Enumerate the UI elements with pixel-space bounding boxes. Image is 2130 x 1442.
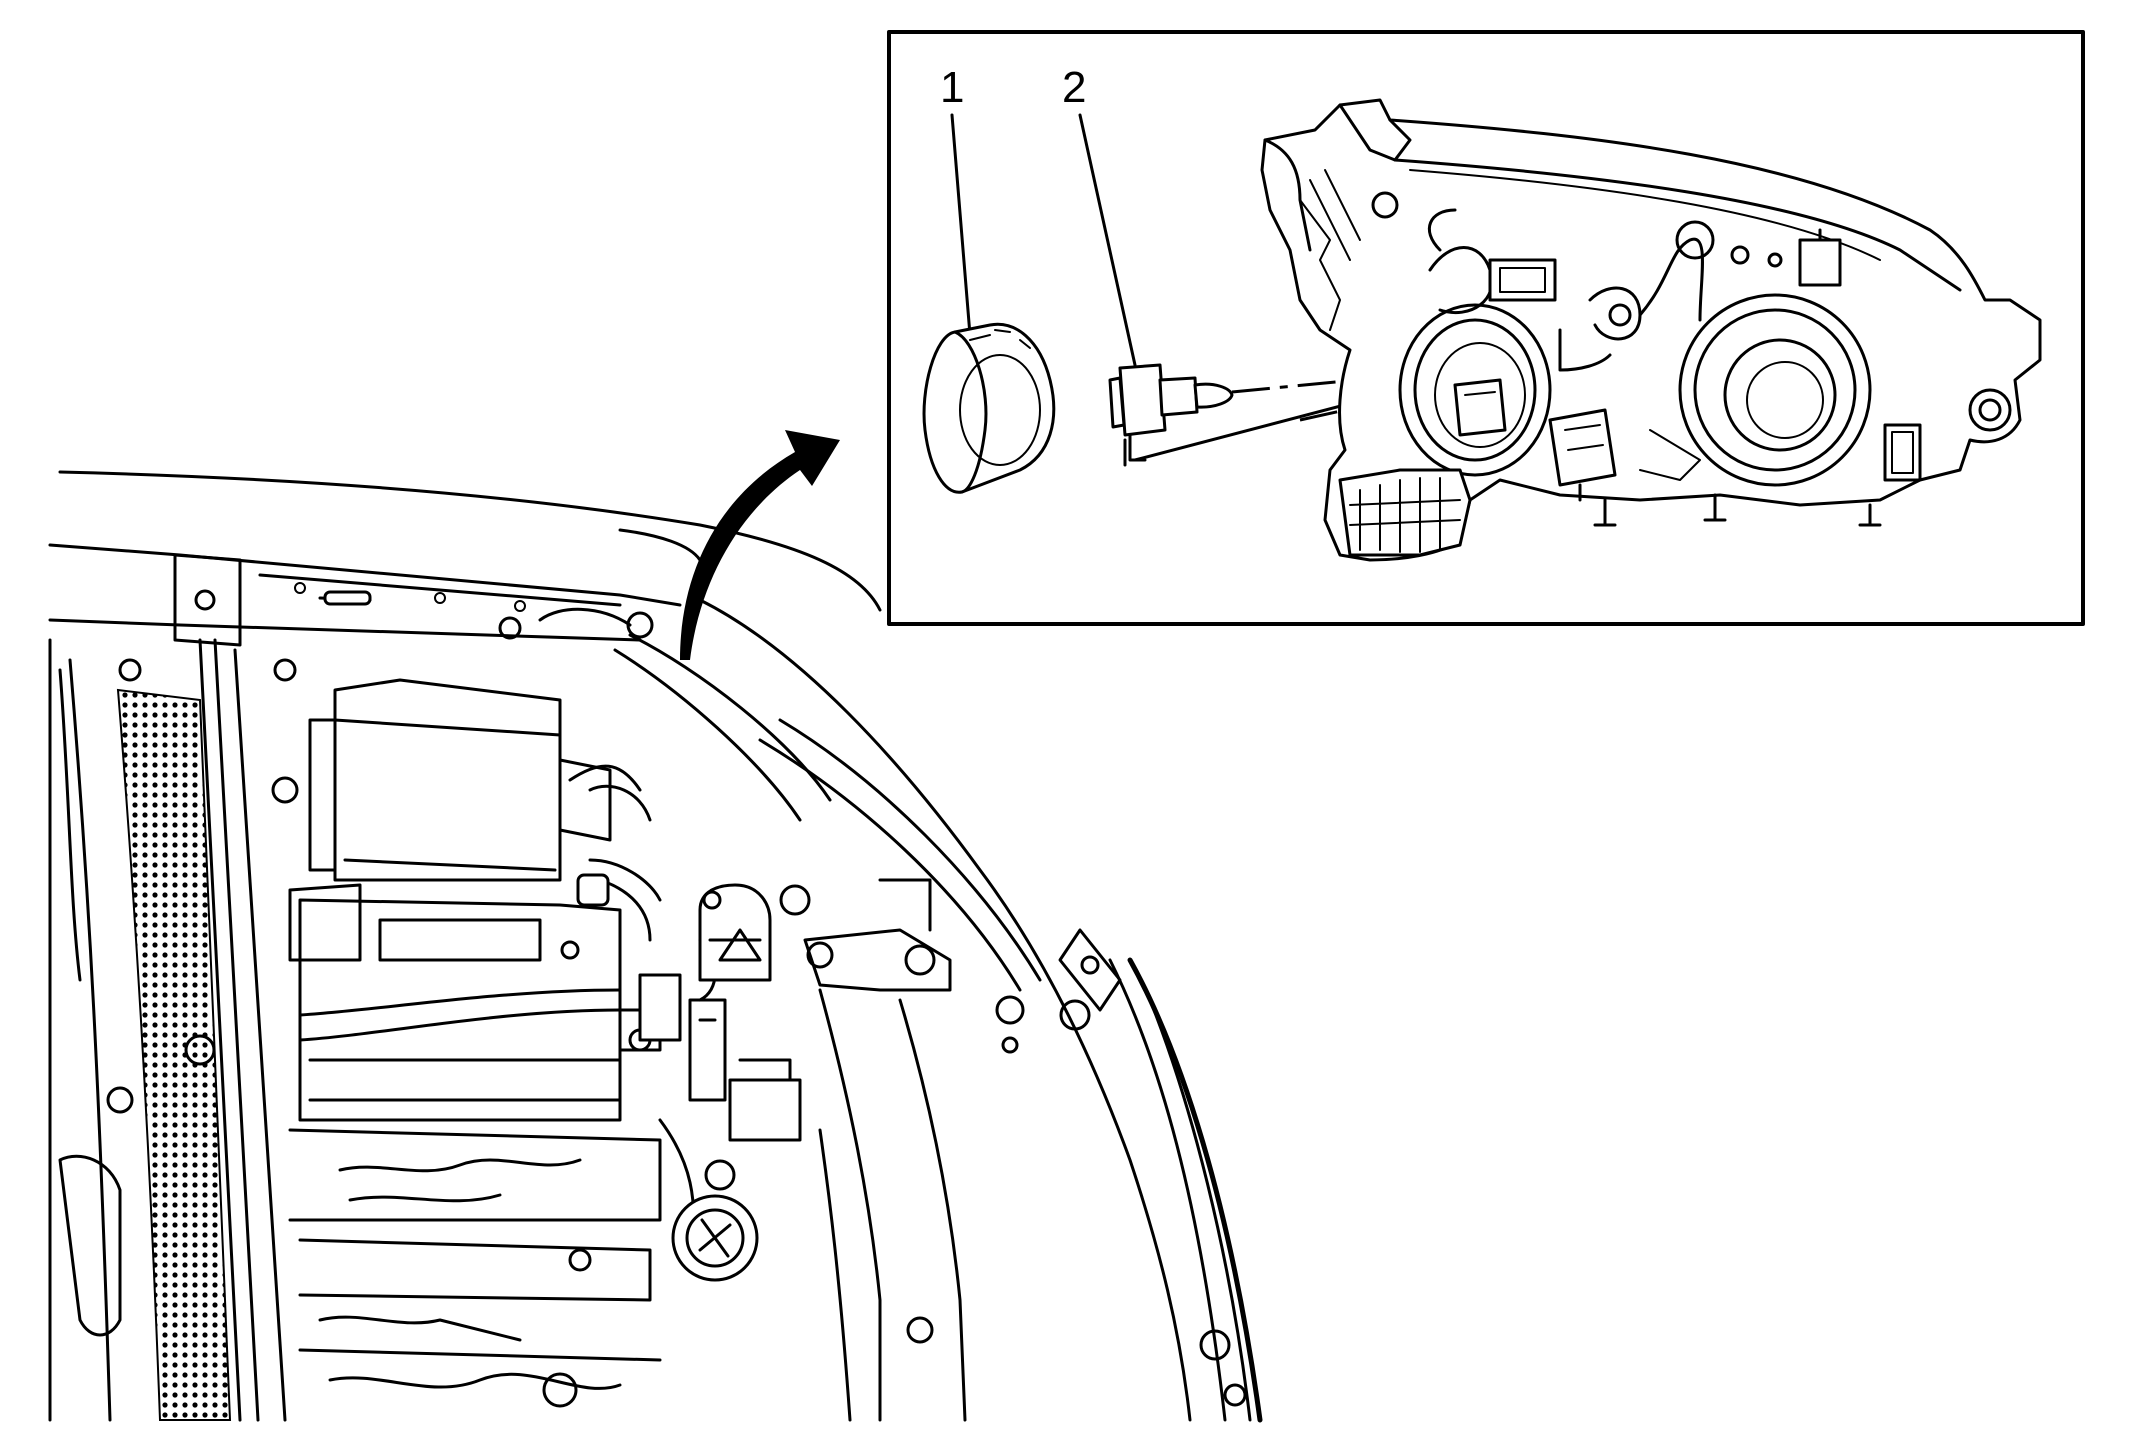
callout-2-label: 2 (1062, 63, 1086, 112)
curved-arrow-icon (680, 430, 840, 660)
headlamp-assembly-icon (1260, 98, 2042, 562)
engine-compartment-icon (48, 470, 1263, 1423)
headlamp-cap-icon (922, 322, 1056, 494)
headlamp-bulb-icon (1108, 363, 1234, 467)
callout-1: 1 (940, 63, 972, 337)
callout-1-label: 1 (940, 63, 964, 112)
detail-inset: 1 2 (887, 30, 2085, 626)
callout-2: 2 (1062, 63, 1137, 367)
